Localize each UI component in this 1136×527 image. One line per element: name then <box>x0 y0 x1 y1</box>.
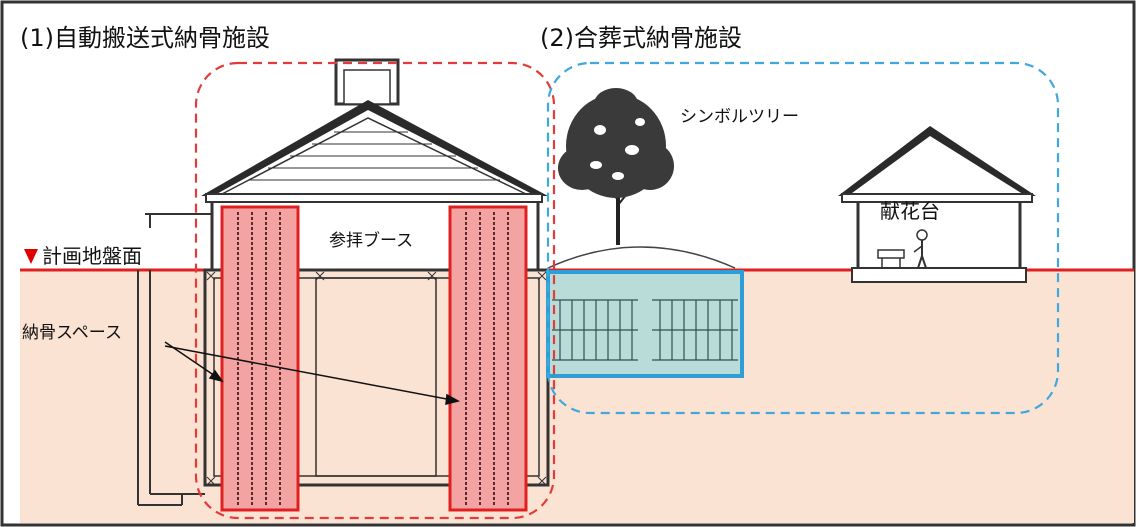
ossuary-space-right <box>448 205 528 512</box>
ground-level-label: 計画地盤面 <box>42 244 142 268</box>
ossuary-leader-arrows <box>164 341 461 405</box>
mound <box>547 246 736 269</box>
ossuary-space-label: 納骨スペース <box>22 323 122 343</box>
section1-title: (1)自動搬送式納骨施設 <box>20 24 270 52</box>
automated-ossuary-building <box>137 58 550 506</box>
flower-altar-pavilion <box>838 126 1036 283</box>
section2-title: (2)合葬式納骨施設 <box>540 24 742 52</box>
worship-booth-label: 参拝ブース <box>329 230 413 251</box>
communal-burial-boundary <box>546 61 1060 415</box>
flower-altar-label: 献花台 <box>880 199 940 223</box>
symbol-tree-icon <box>558 88 674 245</box>
symbol-tree-label: シンボルツリー <box>680 107 799 127</box>
triangle-down-icon <box>24 249 38 264</box>
automated-ossuary-boundary <box>194 61 556 520</box>
communal-vault <box>546 270 744 378</box>
